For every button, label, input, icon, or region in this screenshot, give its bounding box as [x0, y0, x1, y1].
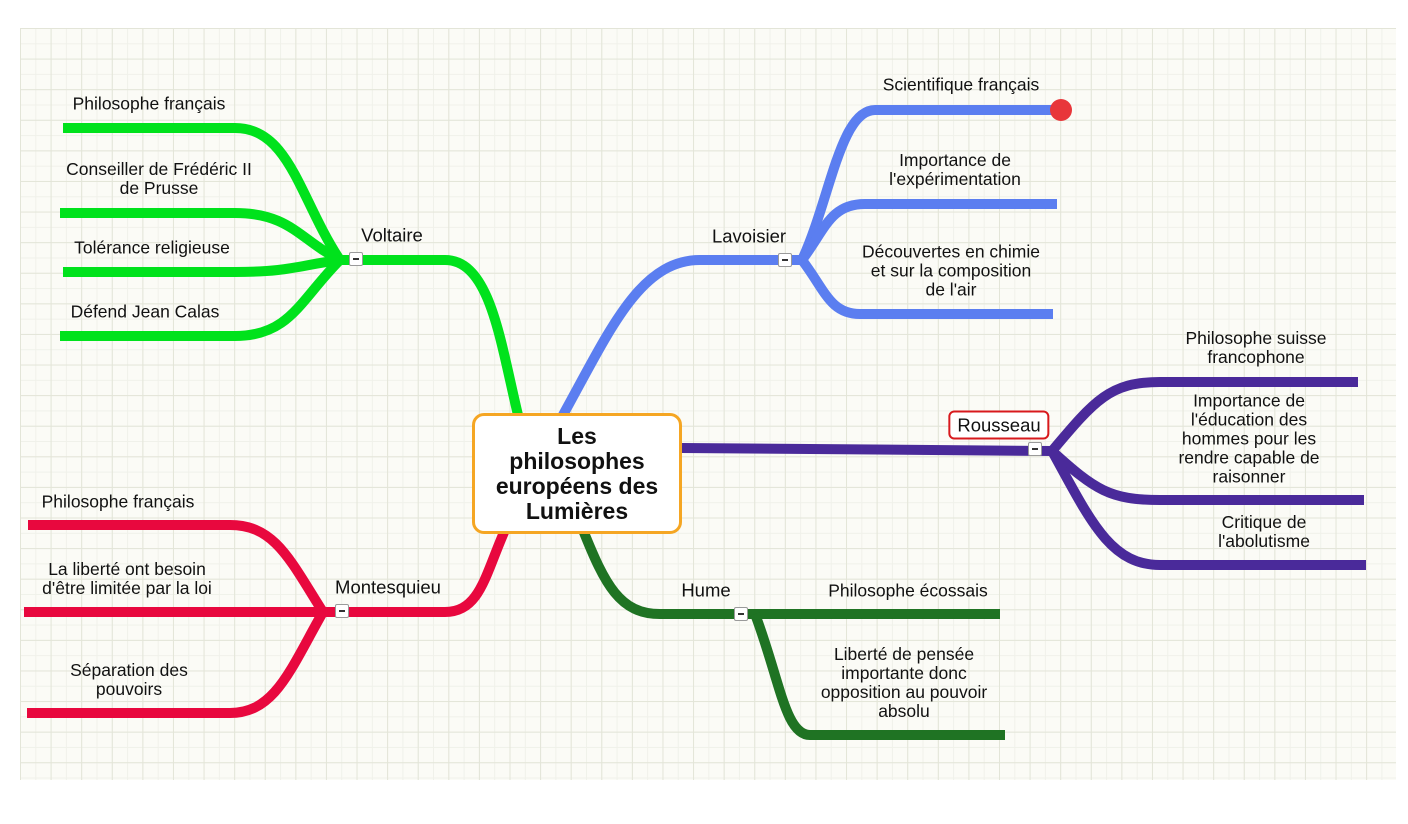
rousseau-child-2[interactable]: Importance de l'éducation des hommes pou… [1178, 390, 1320, 487]
marker-dot [1050, 99, 1072, 121]
connector-voltaire-child-2 [60, 208, 343, 265]
connector-rousseau [681, 443, 1053, 456]
montesquieu-child-1[interactable]: Philosophe français [41, 491, 195, 512]
branch-montesquieu[interactable]: Montesquieu [335, 576, 441, 598]
collapse-toggle-montesquieu[interactable] [335, 604, 349, 618]
root-node-title: Les philosophes européens des Lumières [495, 422, 659, 524]
rousseau-child-3[interactable]: Critique de l'abolutisme [1218, 512, 1310, 551]
lavoisier-child-2[interactable]: Importance de l'expérimentation [889, 150, 1021, 189]
lavoisier-child-3[interactable]: Découvertes en chimie et sur la composit… [862, 241, 1040, 300]
branch-voltaire[interactable]: Voltaire [361, 224, 423, 246]
connector-voltaire-child-1 [63, 123, 345, 263]
voltaire-child-3[interactable]: Tolérance religieuse [74, 237, 230, 258]
hume-child-2[interactable]: Liberté de pensée importante donc opposi… [820, 644, 988, 721]
connector-lavoisier-child-1 [797, 105, 1060, 263]
lavoisier-child-1[interactable]: Scientifique français [882, 74, 1040, 95]
connector-hume [578, 525, 760, 619]
connector-hume-child-2 [750, 612, 1005, 740]
collapse-toggle-lavoisier[interactable] [778, 253, 792, 267]
connector-voltaire-child-4 [60, 256, 344, 341]
montesquieu-child-2[interactable]: La liberté ont besoin d'être limitée par… [42, 559, 212, 598]
connector-lavoisier-child-2 [798, 199, 1057, 264]
connector-montesquieu-child-3 [27, 609, 328, 718]
collapse-toggle-hume[interactable] [734, 607, 748, 621]
hume-child-1[interactable]: Philosophe écossais [828, 580, 988, 601]
root-node[interactable]: Les philosophes européens des Lumières [472, 413, 682, 534]
branch-rousseau[interactable]: Rousseau [948, 410, 1050, 440]
connector-voltaire-child-3 [63, 255, 341, 277]
connector-montesquieu-child-1 [28, 520, 328, 615]
connector-rousseau-child-1 [1048, 377, 1358, 455]
connector-rousseau-child-3 [1047, 448, 1366, 570]
connector-lavoisier [558, 255, 807, 420]
voltaire-child-2[interactable]: Conseiller de Frédéric II de Prusse [66, 159, 252, 198]
connector-voltaire [335, 255, 523, 420]
connector-lavoisier-child-3 [798, 256, 1053, 319]
branch-hume[interactable]: Hume [681, 579, 731, 601]
collapse-toggle-voltaire[interactable] [349, 252, 363, 266]
voltaire-child-1[interactable]: Philosophe français [72, 93, 226, 114]
connector-rousseau-child-2 [1048, 447, 1364, 505]
connector-montesquieu [318, 525, 510, 617]
montesquieu-child-3[interactable]: Séparation des pouvoirs [70, 660, 188, 699]
rousseau-child-1[interactable]: Philosophe suisse francophone [1185, 328, 1327, 367]
branch-lavoisier[interactable]: Lavoisier [711, 225, 787, 247]
collapse-toggle-rousseau[interactable] [1028, 442, 1042, 456]
grid-background [20, 28, 1396, 780]
voltaire-child-4[interactable]: Défend Jean Calas [70, 301, 220, 322]
